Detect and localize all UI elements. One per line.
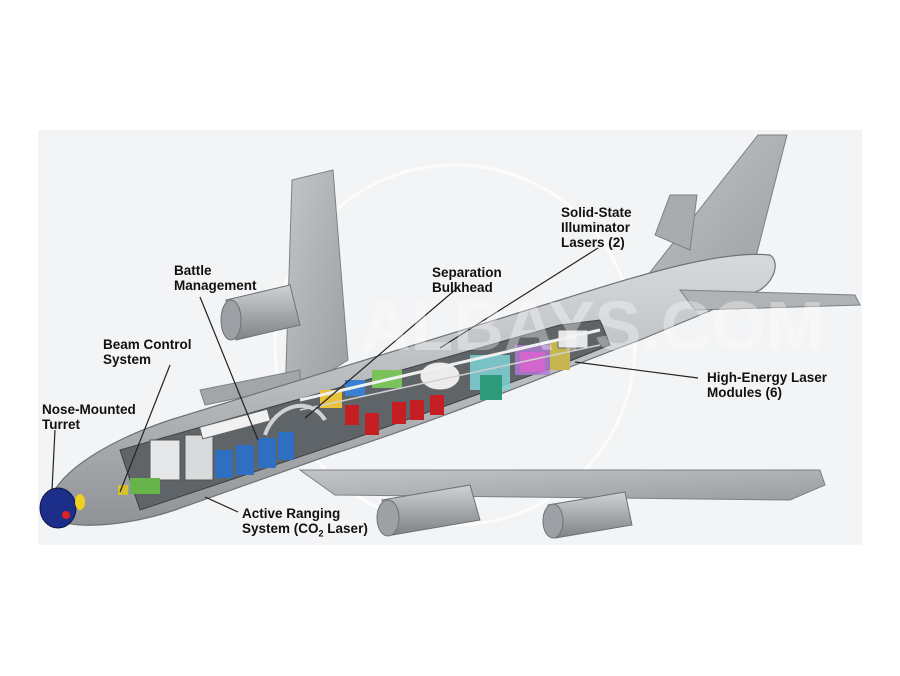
- label-separation-bulkhead: Separation Bulkhead: [432, 265, 502, 295]
- label-active-ranging-line2-pre: System (CO: [242, 521, 319, 536]
- label-beam-control-system: Beam Control System: [103, 337, 192, 367]
- lower-engine-outboard: [542, 491, 633, 539]
- lower-wing: [298, 469, 826, 501]
- leader-beam-control: [119, 364, 171, 493]
- label-active-ranging-line1: Active Ranging: [242, 506, 341, 521]
- leader-nose-turret: [51, 429, 56, 491]
- nose-turret: [39, 487, 85, 529]
- lower-horizontal-stabilizer: [678, 289, 861, 311]
- label-nose-mounted-turret: Nose-Mounted Turret: [42, 402, 136, 432]
- leader-active-ranging: [204, 496, 239, 513]
- label-active-ranging-line2-post: Laser): [323, 521, 368, 536]
- watermark-text: ALBAYS.COM: [360, 287, 824, 365]
- interior-equipment: [118, 328, 601, 495]
- upper-engine: [220, 284, 301, 341]
- upper-wing: [284, 169, 349, 401]
- leader-battle-management: [199, 296, 259, 441]
- leader-solid-state: [439, 247, 599, 349]
- label-active-ranging-system: Active Ranging System (CO2 Laser): [242, 506, 368, 539]
- leader-lines: [51, 247, 699, 513]
- leader-high-energy: [574, 361, 699, 379]
- leader-separation-bulkhead: [304, 289, 456, 419]
- upper-horizontal-stabilizer: [654, 194, 698, 251]
- lower-engine-inboard: [376, 484, 481, 537]
- label-active-ranging-subscript: 2: [318, 528, 324, 539]
- label-battle-management: Battle Management: [174, 263, 257, 293]
- label-solid-state-illuminator-lasers: Solid-State Illuminator Lasers (2): [561, 205, 632, 250]
- label-high-energy-laser-modules: High-Energy Laser Modules (6): [707, 370, 828, 400]
- separation-bulkhead-ring: [263, 403, 327, 436]
- watermark-circle: [273, 163, 637, 527]
